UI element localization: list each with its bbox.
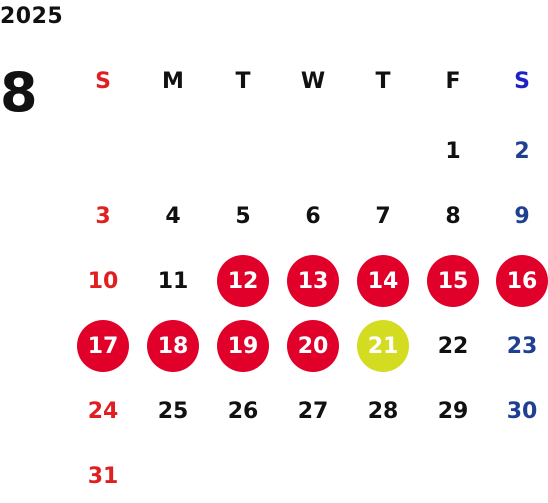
day-cell-10[interactable]: 10 — [87, 268, 119, 294]
weekday-header-sat: S — [514, 68, 530, 94]
day-cell-25[interactable]: 25 — [157, 398, 189, 424]
day-cell-26[interactable]: 26 — [227, 398, 259, 424]
day-cell-29[interactable]: 29 — [437, 398, 469, 424]
day-cell-7[interactable]: 7 — [375, 203, 391, 229]
day-cell-14[interactable]: 14 — [357, 255, 409, 307]
month-label: 8 — [0, 61, 38, 124]
day-cell-24[interactable]: 24 — [87, 398, 119, 424]
day-cell-2[interactable]: 2 — [514, 138, 530, 164]
day-cell-3[interactable]: 3 — [95, 203, 111, 229]
day-cell-18[interactable]: 18 — [147, 320, 199, 372]
day-cell-15[interactable]: 15 — [427, 255, 479, 307]
weekday-header-mon: M — [162, 68, 184, 94]
day-cell-6[interactable]: 6 — [305, 203, 321, 229]
day-cell-12[interactable]: 12 — [217, 255, 269, 307]
day-cell-1[interactable]: 1 — [445, 138, 461, 164]
day-cell-19[interactable]: 19 — [217, 320, 269, 372]
weekday-header-wed: W — [300, 68, 326, 94]
day-cell-23[interactable]: 23 — [506, 333, 538, 359]
day-cell-21[interactable]: 21 — [357, 320, 409, 372]
weekday-header-tue: T — [235, 68, 251, 94]
weekday-header-fri: F — [445, 68, 461, 94]
year-label: 2025 — [0, 4, 64, 29]
day-cell-17[interactable]: 17 — [77, 320, 129, 372]
day-cell-16[interactable]: 16 — [496, 255, 548, 307]
day-cell-8[interactable]: 8 — [445, 203, 461, 229]
day-cell-31[interactable]: 31 — [87, 463, 119, 489]
day-cell-4[interactable]: 4 — [165, 203, 181, 229]
day-cell-9[interactable]: 9 — [514, 203, 530, 229]
day-cell-22[interactable]: 22 — [437, 333, 469, 359]
weekday-header-sun: S — [95, 68, 111, 94]
day-cell-27[interactable]: 27 — [297, 398, 329, 424]
day-cell-20[interactable]: 20 — [287, 320, 339, 372]
day-cell-28[interactable]: 28 — [367, 398, 399, 424]
day-cell-11[interactable]: 11 — [157, 268, 189, 294]
weekday-header-thu: T — [375, 68, 391, 94]
day-cell-5[interactable]: 5 — [235, 203, 251, 229]
day-cell-30[interactable]: 30 — [506, 398, 538, 424]
day-cell-13[interactable]: 13 — [287, 255, 339, 307]
